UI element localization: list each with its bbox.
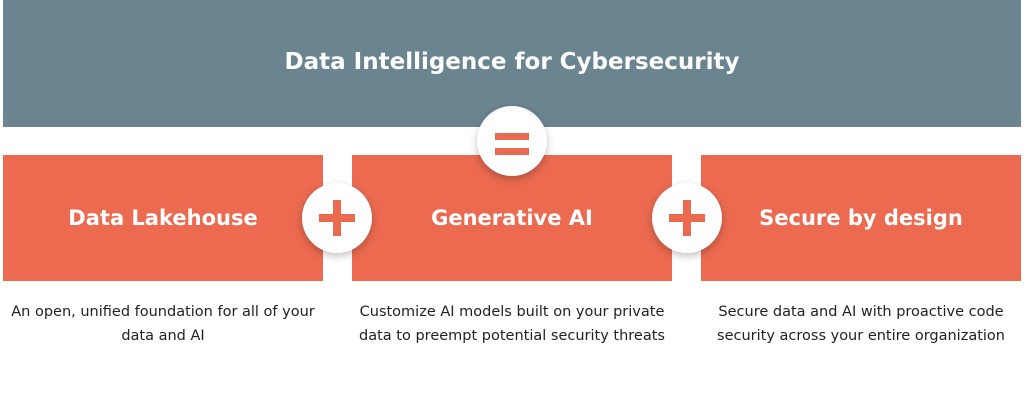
- header-title: Data Intelligence for Cybersecurity: [284, 48, 740, 75]
- header-banner: Data Intelligence for Cybersecurity: [3, 0, 1021, 127]
- plus-icon: [302, 183, 372, 253]
- pillar-data-lakehouse: Data Lakehouse: [3, 155, 323, 281]
- pillar-secure-by-design: Secure by design: [701, 155, 1021, 281]
- pillar-label: Generative AI: [431, 206, 593, 230]
- plus-icon: [652, 183, 722, 253]
- pillar-description: An open, unified foundation for all of y…: [11, 304, 315, 344]
- pillar-label: Secure by design: [759, 206, 963, 230]
- pillar-generative-ai: Generative AI: [352, 155, 672, 281]
- equals-icon: [477, 106, 547, 176]
- pillar-description: Customize AI models built on your privat…: [359, 304, 665, 344]
- pillar-label: Data Lakehouse: [68, 206, 258, 230]
- pillar-description: Secure data and AI with proactive code s…: [717, 304, 1005, 344]
